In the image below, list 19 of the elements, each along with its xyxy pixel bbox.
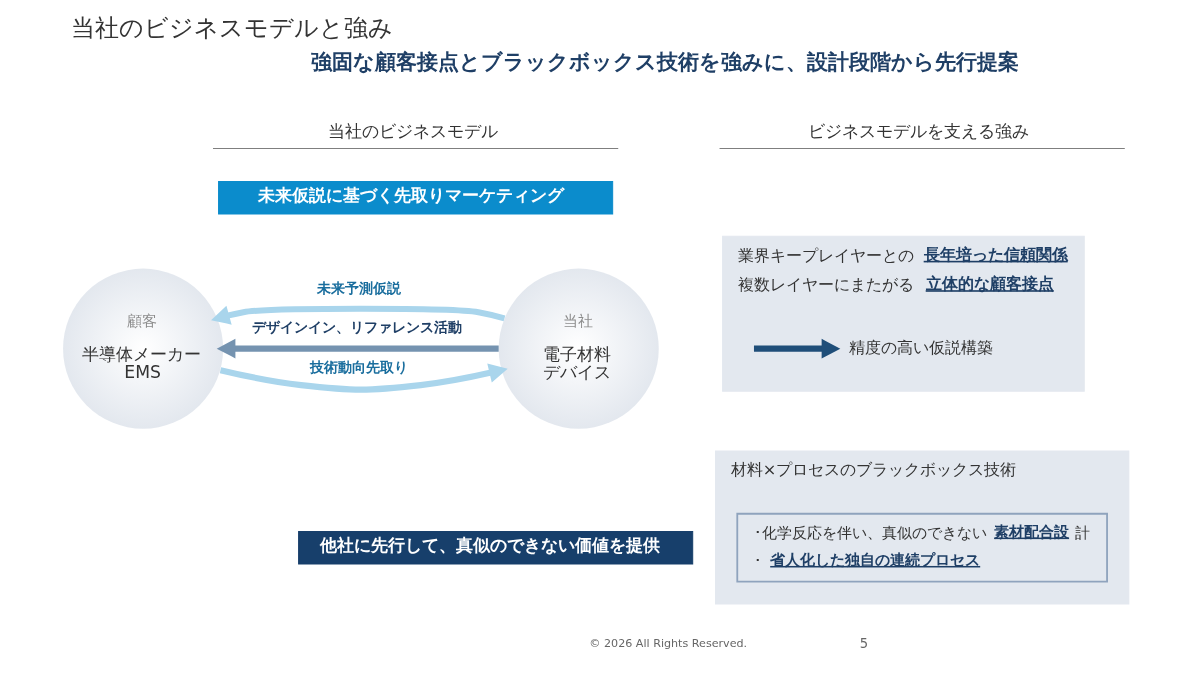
arrow: [216, 338, 499, 359]
label: © 2026 All Rights Reserved.: [589, 637, 748, 651]
node-box: 他社に先行して、真似のできない価値を提供: [298, 531, 694, 565]
label: 当社のビジネスモデル: [327, 121, 498, 142]
arrow: [219, 363, 508, 393]
node-box: ･化学反応を伴い、真似のできない素材配合設計 ･省人化した独自の連続プロセス: [736, 512, 1108, 583]
arrow: [753, 338, 841, 359]
edge-label: デザインイン、リファレンス活動: [252, 319, 463, 336]
node-text: 精度の高い仮説構築: [849, 337, 994, 357]
node-box: 未来仮説に基づく先取りマーケティング: [218, 180, 614, 215]
label: 5: [859, 635, 869, 651]
arrow: [211, 305, 506, 325]
edge-label: 技術動向先取り: [310, 358, 409, 375]
edge-label: 未来予測仮説: [317, 279, 402, 296]
diagram-title: 当社のビジネスモデルと強み: [71, 12, 394, 42]
label: ビジネスモデルを支える強み: [808, 121, 1030, 142]
node-circle: 顧客 半導体メーカー EMS: [63, 268, 224, 429]
node-circle: 当社 電子材料デバイス: [498, 268, 659, 429]
label: 強固な顧客接点とブラックボックス技術を強みに、設計段階から先行提案: [310, 49, 1019, 75]
